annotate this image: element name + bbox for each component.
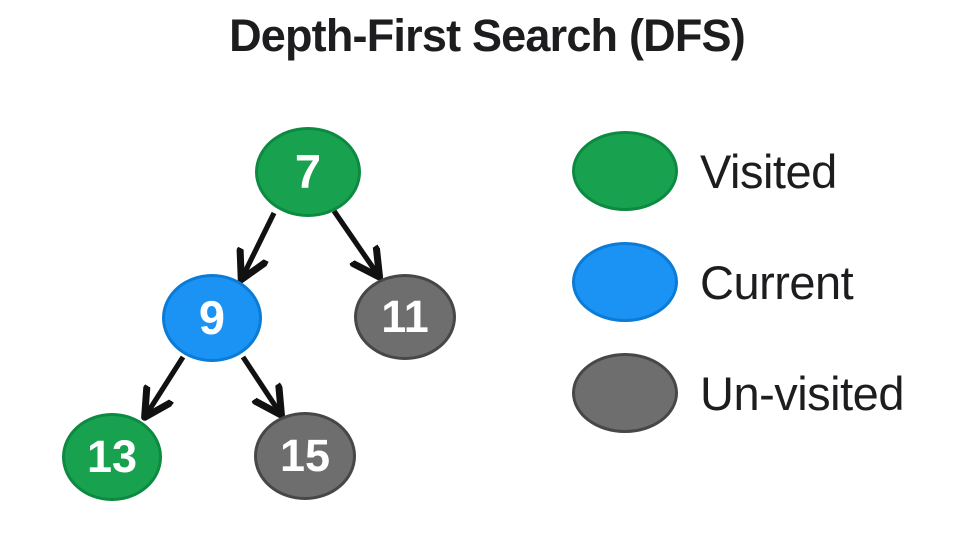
tree-node-label: 15: [279, 429, 331, 481]
tree-edge-arrow: [148, 355, 186, 412]
tree-edge-arrow: [331, 209, 376, 272]
legend-label: Visited: [700, 144, 837, 198]
tree-edge-arrow: [244, 211, 277, 274]
legend-label: Current: [700, 255, 854, 309]
legend-visited[interactable]: Visited: [572, 130, 837, 212]
legend-label: Un-visited: [700, 366, 904, 420]
legend-swatch-blue-icon: [572, 242, 678, 322]
legend-unvisited[interactable]: Un-visited: [572, 352, 904, 434]
tree-node-15[interactable]: 15: [254, 412, 356, 500]
tree-edge-arrow: [240, 355, 278, 410]
tree-node-label: 9: [198, 290, 226, 344]
tree-node-label: 11: [381, 290, 429, 342]
legend-swatch-gray-icon: [572, 353, 678, 433]
tree-node-label: 13: [86, 430, 138, 482]
tree-node-7[interactable]: 7: [255, 127, 361, 217]
legend-swatch-green-icon: [572, 131, 678, 211]
page-title: Depth-First Search (DFS): [229, 10, 746, 61]
tree-node-9[interactable]: 9: [162, 274, 262, 362]
tree-node-11[interactable]: 11: [354, 274, 456, 360]
tree-node-label: 7: [294, 144, 322, 198]
tree-node-13[interactable]: 13: [62, 413, 162, 501]
legend-current[interactable]: Current: [572, 241, 854, 323]
